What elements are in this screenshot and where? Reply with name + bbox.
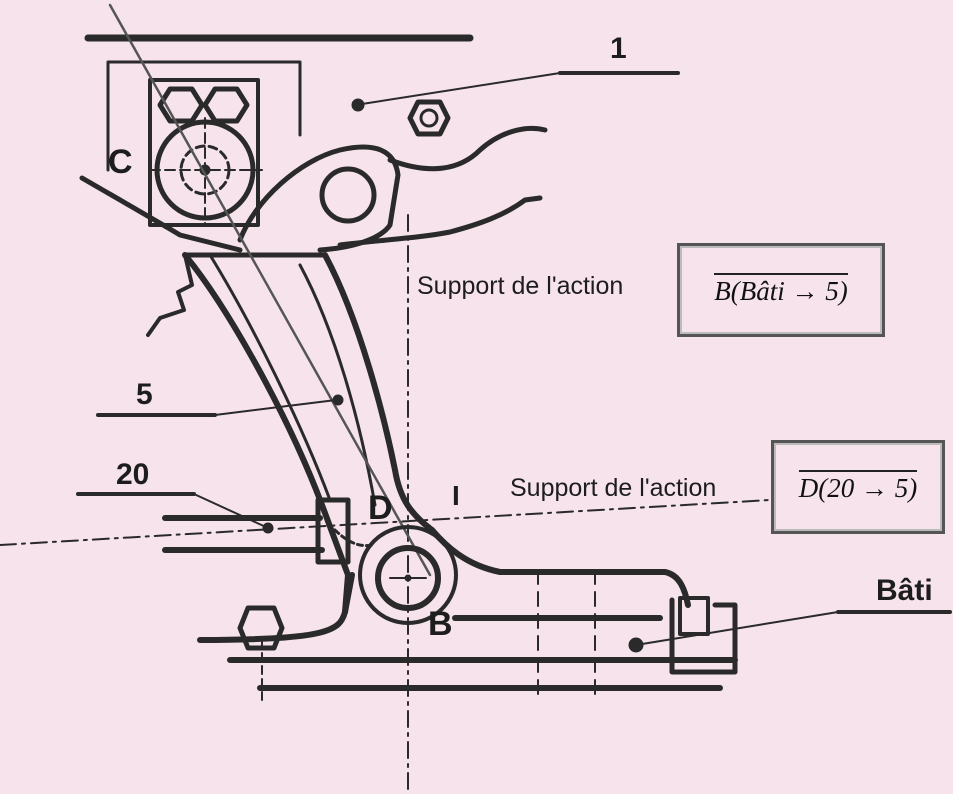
part-1-contour-top — [387, 125, 548, 172]
part-5-inner-left — [208, 253, 332, 502]
part-5-inner-right — [298, 263, 377, 507]
bati-clamp-bolt — [678, 596, 710, 636]
base-nut — [237, 605, 285, 651]
part-label-5: 5 — [136, 378, 153, 411]
vector-b-text: B(Bâti → 5) — [714, 273, 848, 307]
leader-1 — [361, 72, 561, 105]
bolt-head-left — [157, 86, 205, 124]
vector-d-text: D(20 → 5) — [798, 470, 918, 504]
line-of-action-di — [0, 499, 771, 546]
part-label-bati: Bâti — [876, 574, 933, 607]
upper-link-head — [237, 144, 401, 253]
leader-5 — [214, 399, 337, 416]
point-label-c: C — [108, 143, 133, 181]
bracket-c-outline — [106, 60, 302, 172]
support-label-d: Support de l'action — [510, 474, 717, 502]
point-label-i: I — [452, 480, 460, 511]
part-label-1: 1 — [610, 32, 627, 65]
part-label-20: 20 — [116, 458, 150, 491]
bati-clamp — [669, 597, 738, 675]
point-label-d: D — [368, 489, 393, 527]
upper-pin-circle — [319, 166, 377, 224]
part-1-contour-mid — [337, 195, 543, 248]
pivot-b-circle — [375, 545, 441, 611]
vector-box-d: D(20 → 5) — [771, 440, 945, 534]
vector-box-b: B(Bâti → 5) — [677, 243, 885, 337]
line-of-action-c — [108, 3, 432, 577]
leader-bati — [635, 611, 839, 646]
leader-20 — [193, 493, 269, 529]
bati-frame-upper — [429, 527, 691, 608]
part-1-contour-left — [79, 175, 243, 253]
bolt-head-right — [202, 86, 250, 124]
pivot-b-housing — [358, 525, 458, 625]
part-20-clevis — [315, 497, 351, 565]
top-nut — [407, 99, 451, 137]
support-label-b: Support de l'action — [417, 272, 624, 300]
break-line-left — [146, 253, 194, 337]
base-plate — [227, 657, 738, 691]
part-5-left-edge — [182, 252, 351, 615]
part-5-right-edge — [322, 252, 435, 533]
point-label-b: B — [428, 605, 453, 643]
